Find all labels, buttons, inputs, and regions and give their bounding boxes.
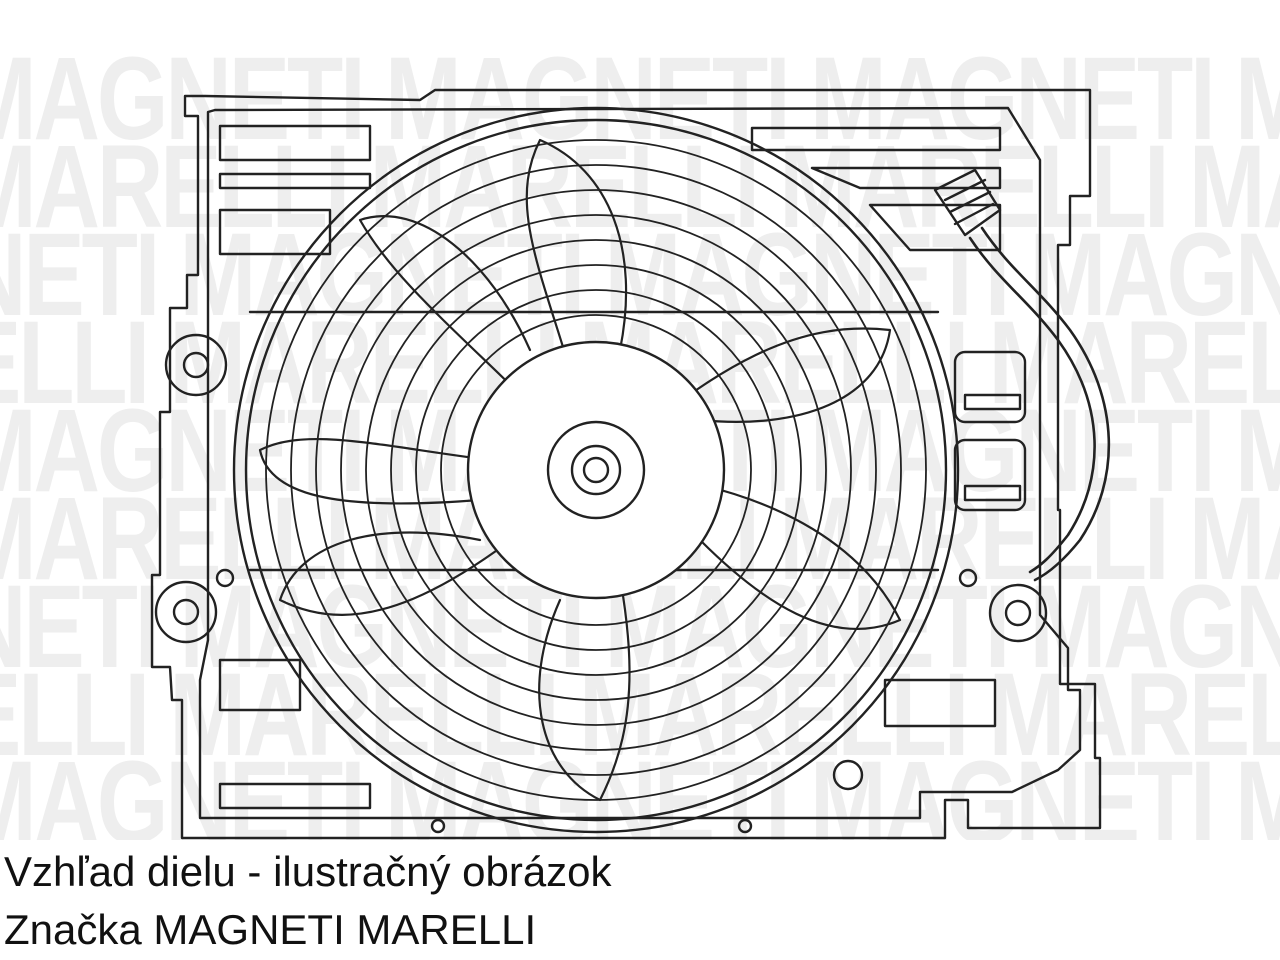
motor-cap: [546, 420, 646, 520]
mounting-boss: [1004, 599, 1032, 627]
connector-wire: [968, 236, 1096, 574]
vent-slot: [963, 484, 1022, 502]
vent-slot: [750, 126, 1002, 152]
electrical-connector: [933, 168, 1002, 237]
illustration-note: Vzhľad dielu - ilustračný obrázok: [4, 848, 612, 895]
motor-cap-ring: [570, 444, 622, 496]
mounting-boss: [182, 351, 210, 379]
connector-wire: [980, 226, 1111, 582]
vent-slot: [218, 658, 302, 712]
fan-guard-rings: [265, 139, 927, 801]
small-hole: [215, 568, 235, 588]
fan-hub: [466, 340, 726, 600]
shroud-inner-frame: [198, 106, 1082, 820]
mounting-boss: [154, 580, 218, 644]
vent-slot: [218, 782, 372, 810]
vent-slot: [963, 393, 1022, 411]
vent-slot: [883, 678, 997, 728]
shroud-frame-outline: [150, 88, 1102, 840]
fan-blades: [258, 138, 902, 802]
vent-slot: [810, 166, 1002, 190]
vent-slot: [218, 172, 372, 190]
fan-shroud-ring: [232, 106, 960, 834]
brand-caption: Značka MAGNETI MARELLI: [4, 906, 537, 953]
fan-assembly-drawing: [150, 88, 1111, 840]
fan-shroud-ring-inner: [244, 118, 948, 822]
small-hole: [737, 818, 753, 834]
mounting-boss: [988, 583, 1048, 643]
motor-shaft: [582, 456, 610, 484]
vent-slot: [218, 208, 332, 256]
vent-slot: [218, 124, 372, 162]
small-hole: [958, 568, 978, 588]
vent-slot: [953, 438, 1027, 512]
vent-slot: [868, 203, 1002, 252]
small-hole: [430, 818, 446, 834]
mounting-boss: [164, 333, 228, 397]
mounting-boss: [832, 759, 864, 791]
vent-slot: [953, 350, 1027, 424]
mounting-boss: [172, 598, 200, 626]
